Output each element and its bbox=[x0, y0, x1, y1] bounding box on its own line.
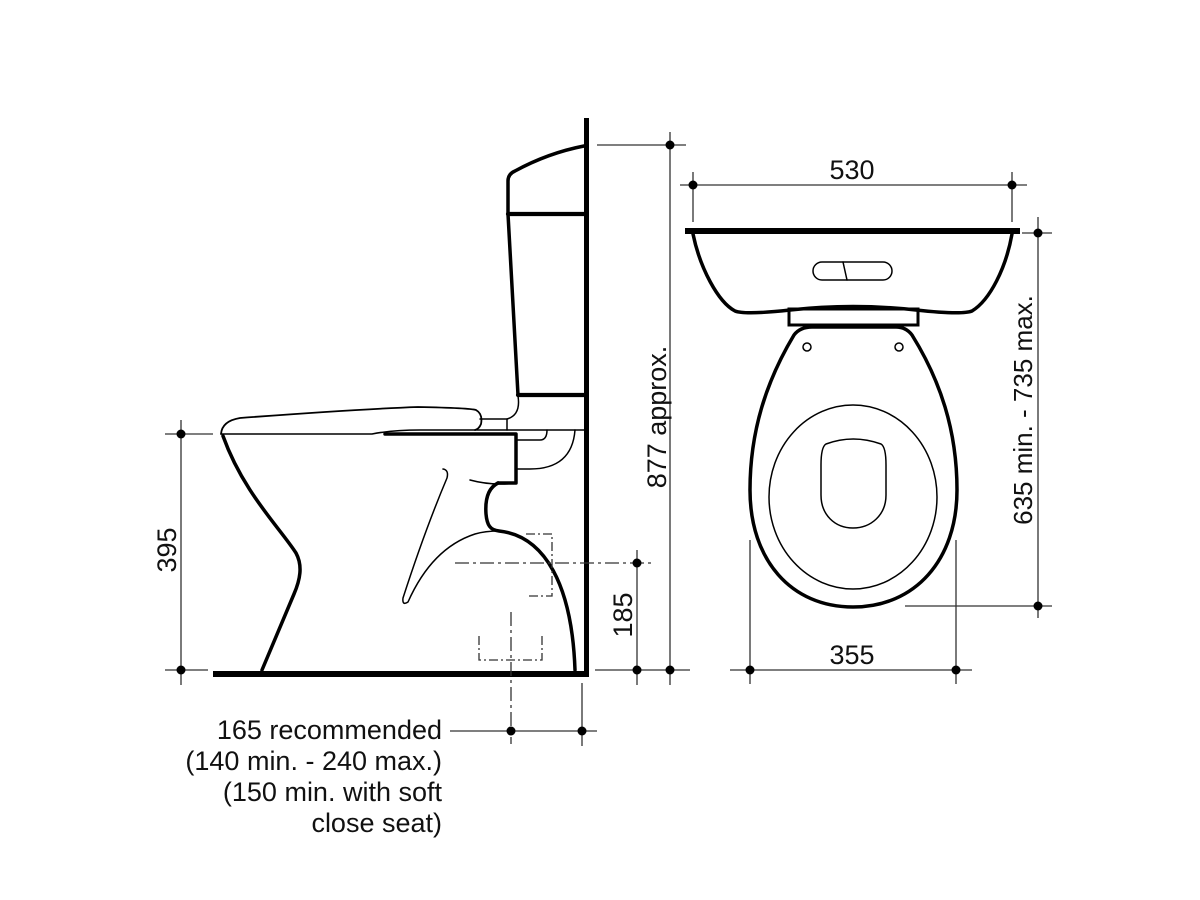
dimension-pan-width: 355 bbox=[730, 540, 972, 684]
flush-button-outline bbox=[812, 261, 893, 281]
cistern-connector bbox=[506, 395, 520, 420]
side-view: 395 185 877 approx. 165 recommended (140… bbox=[152, 118, 690, 838]
setout-label-line-4: close seat) bbox=[311, 808, 442, 838]
cistern-lid-edge bbox=[685, 228, 1020, 234]
pan-side bbox=[221, 429, 577, 672]
dimension-dot bbox=[176, 665, 186, 675]
dimension-seat-height: 395 bbox=[152, 420, 213, 685]
setout-label-line-1: 165 recommended bbox=[217, 715, 442, 745]
seat-hinge bbox=[479, 418, 508, 431]
cistern-width-label: 530 bbox=[829, 155, 874, 185]
seat-lid bbox=[220, 406, 483, 435]
pan-rear-outline bbox=[484, 481, 577, 672]
dimension-cistern-width: 530 bbox=[680, 155, 1027, 222]
dimension-dot bbox=[745, 665, 755, 675]
bowl-opening bbox=[820, 438, 887, 529]
cistern-side bbox=[505, 144, 587, 420]
floor bbox=[213, 671, 589, 677]
dimension-dot bbox=[665, 140, 675, 150]
inlet-inner bbox=[515, 429, 548, 441]
hinge-hole-right bbox=[894, 342, 904, 352]
flush-button[interactable] bbox=[812, 261, 893, 281]
setout-label-line-3: (150 min. with soft bbox=[223, 777, 443, 807]
cistern-front bbox=[506, 212, 520, 397]
dimension-dot bbox=[176, 429, 186, 439]
dimension-dot bbox=[951, 665, 961, 675]
pan-front-outline bbox=[221, 434, 302, 672]
inlet-outer bbox=[515, 429, 576, 470]
hidden-outlet-lower bbox=[478, 636, 543, 661]
hidden-outlet-upper bbox=[526, 533, 553, 597]
dimension-dot bbox=[1007, 180, 1017, 190]
cistern-outline bbox=[691, 232, 1014, 315]
cistern-top bbox=[685, 228, 1020, 315]
seat-underside bbox=[220, 429, 585, 435]
dimension-dot bbox=[632, 558, 642, 568]
dimension-dot bbox=[577, 726, 587, 736]
pan-top bbox=[748, 325, 959, 609]
hinge-hole-left bbox=[802, 342, 812, 352]
dimension-dot bbox=[1033, 601, 1043, 611]
dimension-dot bbox=[688, 180, 698, 190]
dimension-dot bbox=[1033, 228, 1043, 238]
dimension-dot bbox=[665, 665, 675, 675]
cistern-lid bbox=[506, 144, 586, 216]
seat-outline bbox=[748, 325, 959, 609]
seat-hinge-block bbox=[787, 307, 920, 327]
projection-label: 635 min. - 735 max. bbox=[1008, 295, 1038, 525]
dimension-dot bbox=[506, 726, 516, 736]
dimension-outlet-height: 185 bbox=[595, 550, 690, 685]
dimension-dot bbox=[632, 665, 642, 675]
flush-button-divider bbox=[842, 261, 848, 281]
seat-side bbox=[220, 406, 585, 435]
outlet-height-label: 185 bbox=[608, 592, 638, 637]
seat-inner-edge bbox=[768, 404, 938, 590]
rim-underside bbox=[469, 479, 517, 485]
overall-height-label: 877 approx. bbox=[642, 346, 672, 489]
dimension-projection: 635 min. - 735 max. bbox=[905, 217, 1052, 618]
dimension-overall-height: 877 approx. bbox=[597, 132, 686, 685]
trapway-flute bbox=[402, 468, 500, 605]
seat-height-label: 395 bbox=[152, 527, 182, 572]
dimension-setout: 165 recommended (140 min. - 240 max.) (1… bbox=[185, 683, 597, 838]
wall bbox=[584, 118, 589, 676]
pan-width-label: 355 bbox=[829, 640, 874, 670]
top-view: 530 355 635 min. - 735 max. bbox=[680, 155, 1052, 684]
setout-label-line-2: (140 min. - 240 max.) bbox=[185, 746, 442, 776]
pan-rim bbox=[383, 432, 518, 485]
